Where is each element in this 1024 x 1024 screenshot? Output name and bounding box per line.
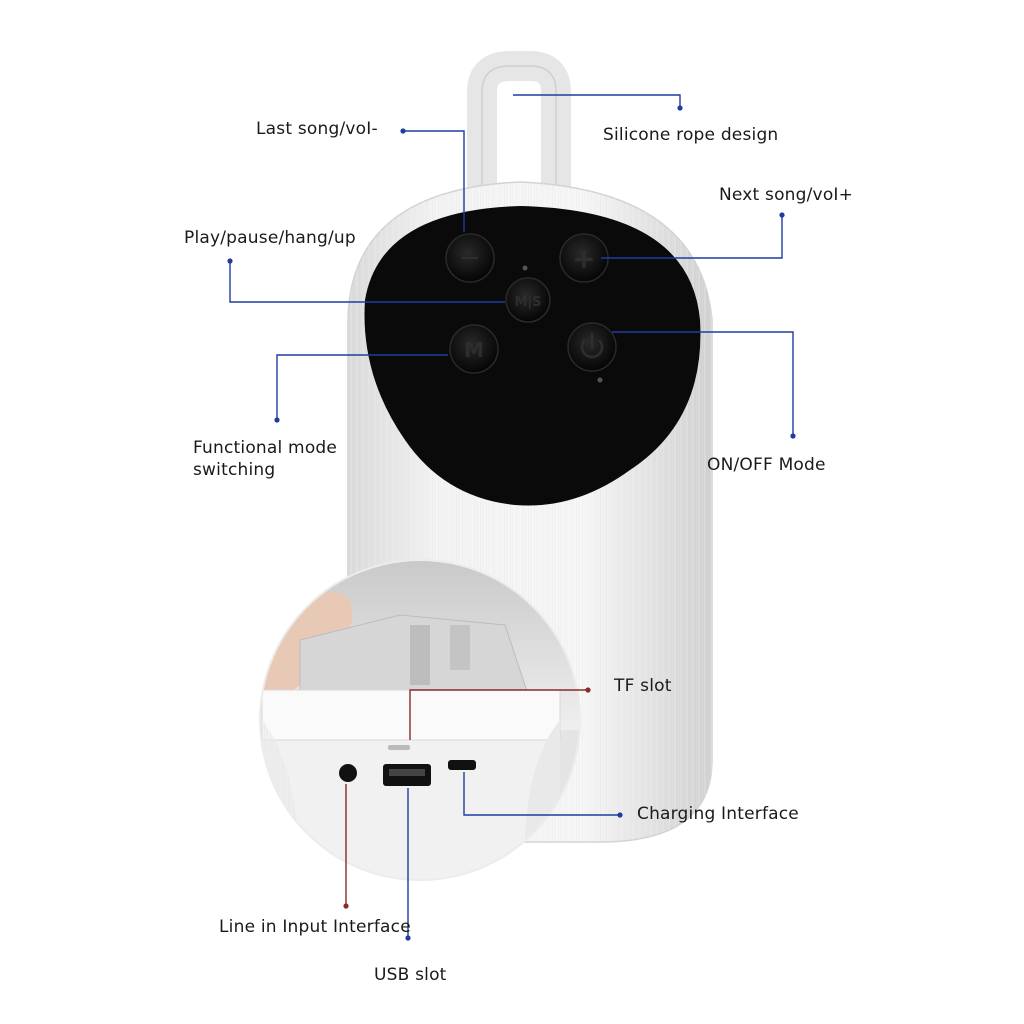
leader-charging [463,772,620,816]
label-next-song: Next song/voI+ [719,185,854,205]
leader-dot [617,812,623,818]
leader-dot [400,128,406,134]
label-play-pause: Play/pause/hang/up [184,228,356,248]
leader-dot [585,687,591,693]
charging-port [448,760,476,770]
leader-lines [227,94,796,941]
plus-icon: + [572,242,595,275]
mode-button[interactable]: M [449,324,499,374]
mic-hole [597,377,603,383]
label-last-song: Last song/voI- [256,119,378,139]
label-mode-line2: switching [193,460,276,480]
leader-dot [677,105,683,111]
label-line-in: Line in Input Interface [219,917,411,937]
leader-dot [779,212,785,218]
tf-card-slot [388,745,410,750]
minus-button[interactable]: − [445,233,495,283]
mic-hole [522,265,528,271]
power-button[interactable] [567,322,617,372]
label-tf-slot: TF slot [614,676,672,696]
mic-mode-icon: M|S [514,295,541,310]
leader-tf-slot [409,689,588,740]
leader-dot [274,417,280,423]
leader-play [229,261,505,303]
minus-icon: − [459,243,481,273]
leader-on-off [612,331,794,436]
leader-dot [343,903,349,909]
label-usb: USB slot [374,965,447,985]
plus-button[interactable]: + [559,233,609,283]
label-silicone-rope: Silicone rope design [603,125,779,145]
leader-dot [227,258,233,264]
leader-rope [513,94,681,108]
mode-icon: M [464,338,484,362]
power-icon [580,332,604,359]
play-pause-button[interactable]: M|S [505,277,551,323]
leader-dot [405,935,411,941]
line-in-jack [339,764,357,782]
leader-last-song [403,130,465,232]
control-panel [364,206,701,506]
label-charging: Charging Interface [637,804,799,824]
label-mode-line1: Functional mode [193,438,338,458]
leader-mode [276,354,448,420]
leader-dot [790,433,796,439]
leader-next-song [601,215,783,259]
silicone-rope [467,51,571,200]
label-on-off: ON/OFF Mode [707,455,826,475]
